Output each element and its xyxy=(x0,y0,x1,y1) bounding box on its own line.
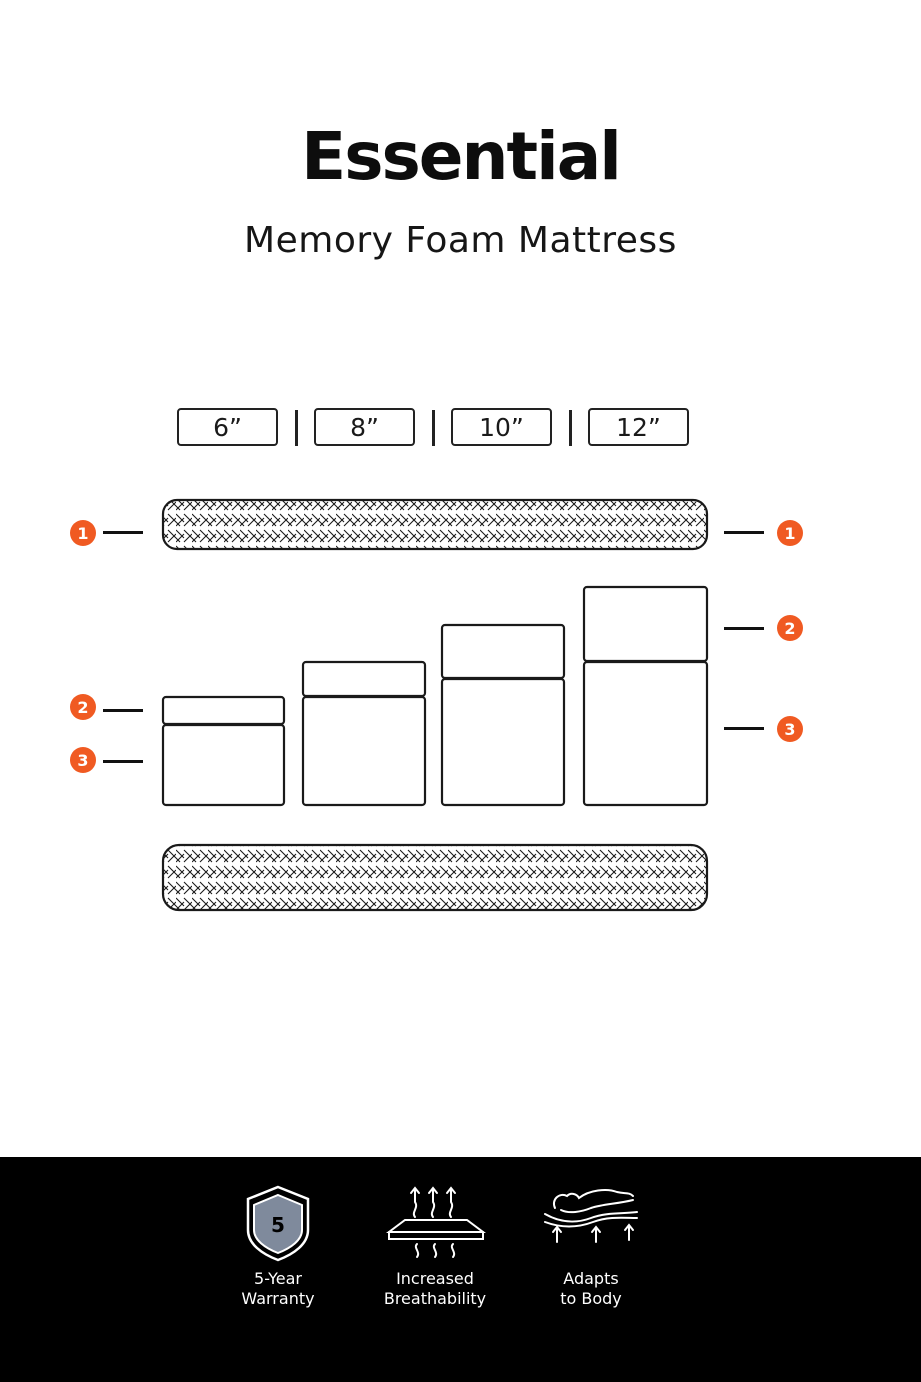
leader-line xyxy=(103,531,143,534)
warranty-badge-number: 5 xyxy=(271,1213,285,1237)
top-cover-layer xyxy=(161,498,709,551)
feature-footer: 5 5-Year Warranty Increased xyxy=(0,1157,921,1382)
size-option-12[interactable]: 12” xyxy=(588,408,689,446)
feature-breathability-line1: Increased xyxy=(396,1269,474,1288)
mattress-layers-diagram xyxy=(161,498,709,912)
leader-line xyxy=(724,531,764,534)
page-title: Essential xyxy=(301,118,622,195)
marker-support-right: 3 xyxy=(777,716,803,742)
layer-stack-6 xyxy=(161,695,286,807)
page-subtitle: Memory Foam Mattress xyxy=(244,220,677,261)
adapts-to-body-icon xyxy=(544,1189,638,1243)
leader-line xyxy=(103,709,143,712)
feature-warranty-line1: 5-Year xyxy=(254,1269,302,1288)
feature-breathability-line2: Breathability xyxy=(383,1289,487,1308)
size-option-6[interactable]: 6” xyxy=(177,408,278,446)
marker-comfort-right: 2 xyxy=(777,615,803,641)
leader-line xyxy=(724,627,764,630)
size-divider xyxy=(569,410,572,446)
feature-adapts-line2: to Body xyxy=(560,1289,622,1308)
size-divider xyxy=(295,410,298,446)
marker-comfort-left: 2 xyxy=(70,694,96,720)
bottom-cover-layer xyxy=(161,843,709,912)
marker-cover-right: 1 xyxy=(777,520,803,546)
marker-cover-left: 1 xyxy=(70,520,96,546)
feature-adapts-line1: Adapts xyxy=(563,1269,619,1288)
leader-line xyxy=(103,760,143,763)
layer-stack-12 xyxy=(582,585,709,807)
leader-line xyxy=(724,727,764,730)
layer-stack-8 xyxy=(301,660,427,807)
size-option-8[interactable]: 8” xyxy=(314,408,415,446)
layer-stack-10 xyxy=(440,623,566,807)
breathability-icon xyxy=(386,1186,486,1258)
shield-warranty-icon: 5 xyxy=(246,1185,310,1262)
size-divider xyxy=(432,410,435,446)
feature-warranty-line2: Warranty xyxy=(241,1289,315,1308)
marker-support-left: 3 xyxy=(70,747,96,773)
size-option-10[interactable]: 10” xyxy=(451,408,552,446)
